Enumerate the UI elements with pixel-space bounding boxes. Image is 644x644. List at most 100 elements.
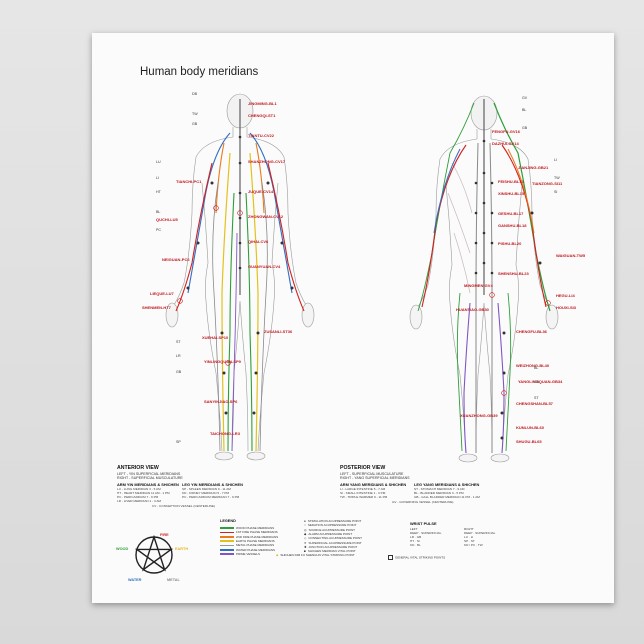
posterior-extra: GV - GOVERNING VESSEL (CENTERLINE) xyxy=(392,500,454,504)
legend-point-row: ◎SOURCE ACUPRESSURE POINT xyxy=(304,528,355,532)
meridian-color-swatch xyxy=(220,536,234,538)
acupoint-label: JUQUE-CV14 xyxy=(248,189,274,194)
acupoint-label: ZUSANLI-ST36 xyxy=(264,329,293,334)
legend-meridian-label: EARTH PHASE MERIDIANS xyxy=(236,538,275,543)
svg-text:BL: BL xyxy=(522,108,526,112)
poster-title: Human body meridians xyxy=(140,66,259,78)
anterior-col2-line: SP - SPLEEN MERIDIAN 9 - 11 AM xyxy=(182,487,231,491)
general-points-label: GENERAL VITAL STRIKING POINTS xyxy=(395,555,446,560)
svg-text:GB: GB xyxy=(192,122,198,126)
posterior-point-labels: FENGFU-GV16DAZHUI-GV14JIANJING-GB21TIANZ… xyxy=(456,129,586,444)
acupoint-label: GUANYUAN-CV4 xyxy=(248,264,281,269)
control-pentagram xyxy=(134,534,174,572)
svg-text:GB: GB xyxy=(522,126,528,130)
anterior-sub-1: LEFT - YIN SUPERFICIAL MERIDIANS xyxy=(117,472,181,476)
acupoint-label: CHENGSHAN-BL57 xyxy=(516,401,554,406)
anterior-col2-line: PC - PERICARDIUM MERIDIAN 7 - 9 PM xyxy=(182,495,240,499)
legend-point-label: SUPERFICIAL ACUPRESSURE POINT xyxy=(308,540,362,545)
svg-text:LI: LI xyxy=(554,158,557,162)
svg-text:SP: SP xyxy=(176,440,181,444)
acupoint-label: XUANZHONG-GB39 xyxy=(460,413,498,418)
meridian-color-swatch xyxy=(220,544,234,547)
acupoint-label: GESHU-BL17 xyxy=(498,211,524,216)
acupoint-label: WEIZHONG-BL40 xyxy=(516,363,550,368)
posterior-figure xyxy=(409,95,559,463)
posterior-col2-head: LEG YANG MERIDIANS & SHICHEN xyxy=(414,482,480,487)
legend-meridian-row: METAL PHASE MERIDIANS xyxy=(220,543,274,547)
anterior-abbrev: DB TW GB LU LI HT BL PC ST LR GB SP xyxy=(156,92,198,444)
acupoint-label: MINGMEN-GV4 xyxy=(464,283,493,288)
anterior-col2-line: KD - KIDNEY MERIDIAN 5 - 7 PM xyxy=(182,491,230,495)
legend-point-row: ○SEDATION ACUPRESSURE POINT xyxy=(304,523,356,527)
anterior-col1-line: HT - HEART MERIDIAN 11 AM - 1 PM xyxy=(117,491,170,495)
point-marker-icon: ✚ xyxy=(304,544,307,549)
legend-point-row: ✕SUPERFICIAL ACUPRESSURE POINT xyxy=(304,541,362,545)
svg-text:LU: LU xyxy=(156,160,161,164)
legend-meridian-label: 2ND FIRE PHASE MERIDIANS xyxy=(236,534,279,539)
svg-text:GV: GV xyxy=(522,96,528,100)
acupoint-label: NEIGUAN-PC6 xyxy=(162,257,190,262)
acupoint-label: HUANTIAO-GB30 xyxy=(456,307,490,312)
svg-text:GB: GB xyxy=(176,370,182,374)
anterior-point-labels: JINGMING-BL1CHENGQI-ST1TIANTU-CV22TIANCH… xyxy=(142,101,293,436)
posterior-abbrev: GV BL GB LI TW SI BL GB ST xyxy=(522,96,560,400)
svg-text:ST: ST xyxy=(534,396,539,400)
meridian-color-swatch xyxy=(220,548,234,551)
acupoint-label: JIANJING-GB21 xyxy=(518,165,549,170)
acupoint-label: ZHONGWAN-CV12 xyxy=(248,214,284,219)
svg-text:LI: LI xyxy=(156,176,159,180)
point-marker-icon: ◇ xyxy=(304,536,307,541)
svg-text:TW: TW xyxy=(192,112,198,116)
pulse-left-head: LEFT xyxy=(410,527,418,531)
element-earth: EARTH xyxy=(175,547,188,551)
pulse-right-row: KD / PC · TW xyxy=(464,543,483,547)
acupoint-label: JINGMING-BL1 xyxy=(248,101,277,106)
acupoint-label: FEISHU-BL13 xyxy=(498,179,525,184)
legend-point-row: ◇CONNECTING ACUPRESSURE POINT xyxy=(304,536,362,540)
pulse-right-row: SP · ST xyxy=(464,539,475,543)
body-figures: JINGMING-BL1CHENGQI-ST1TIANTU-CV22TIANCH… xyxy=(142,92,586,463)
cycle-circle xyxy=(135,536,173,574)
posterior-col2-line: GB - GALL BLADDER MERIDIAN 11 PM - 1 AM xyxy=(414,495,480,499)
svg-text:GB: GB xyxy=(534,380,540,384)
legend-meridian-row: WOOD PHASE MERIDIANS xyxy=(220,526,274,530)
legend-meridian-label: 1ST FIRE PHASE MERIDIANS xyxy=(236,530,278,535)
element-water: WATER xyxy=(128,578,142,582)
legend-point-label: SHICHEN DIM FU SHENGUN VITAL STRIKING PO… xyxy=(280,553,355,558)
acupoint-label: TIANCHI-PC1 xyxy=(176,179,202,184)
legend-meridian-label: WOOD PHASE MERIDIANS xyxy=(236,526,275,530)
acupoint-label: TAICHONG-LR3 xyxy=(210,431,241,436)
point-marker-icon: ◆ xyxy=(276,553,279,558)
acupoint-label: CHENGFU-BL36 xyxy=(516,329,548,334)
anterior-sub-2: RIGHT - SUPERFICIAL MUSCULATURE xyxy=(117,476,183,480)
acupoint-label: PISHU-BL20 xyxy=(498,241,522,246)
acupoint-label: SHENSHU-BL23 xyxy=(498,271,529,276)
anterior-extra: CV - CONCEPTION VESSEL (CENTERLINE) xyxy=(152,504,215,508)
acupoint-label: GANSHU-BL18 xyxy=(498,223,527,228)
legend-point-row: ◆ALARM ACUPRESSURE POINT xyxy=(304,532,352,536)
acupoint-label: TIANZONG-SI11 xyxy=(532,181,563,186)
legend-meridian-row: 1ST FIRE PHASE MERIDIANS xyxy=(220,530,278,534)
legend-point-row: ◆SHICHEN DIM FU SHENGUN VITAL STRIKING P… xyxy=(276,553,355,557)
acupoint-label: XUEHAI-SP10 xyxy=(202,335,229,340)
element-metal: METAL xyxy=(167,578,180,582)
acupoint-label: QUCHI-LU5 xyxy=(156,217,179,222)
acupoint-label: WAIGUAN-TW5 xyxy=(556,253,586,258)
anterior-col1-head: ARM YIN MERIDIANS & SHICHEN xyxy=(117,482,179,487)
legend-point-row: ✚JUNCTION ACUPRESSURE POINT xyxy=(304,545,357,549)
posterior-heading: POSTERIOR VIEW xyxy=(340,465,386,471)
point-marker-icon: ■ xyxy=(304,549,306,554)
anterior-col2-head: LEG YIN MERIDIANS & SHICHEN xyxy=(182,482,243,487)
legend-meridian-row: PRIME VESSELS xyxy=(220,552,260,556)
acupoint-label: SHANZHONG-CV17 xyxy=(248,159,286,164)
point-marker-icon: ✕ xyxy=(304,540,307,545)
acupoint-label: XINSHU-BL15 xyxy=(498,191,525,196)
meridian-color-swatch xyxy=(220,527,234,529)
acupoint-label: SANYINJIAO-SP6 xyxy=(204,399,238,404)
legend-meridian-row: EARTH PHASE MERIDIANS xyxy=(220,539,275,543)
poster: Human body meridians xyxy=(92,33,614,603)
legend-meridian-label: PRIME VESSELS xyxy=(236,551,261,556)
legend-point-label: STIMULATION ACUPRESSURE POINT xyxy=(307,519,362,523)
acupoint-label: HOUXI-SI3 xyxy=(556,305,577,310)
anterior-figure xyxy=(165,93,315,461)
